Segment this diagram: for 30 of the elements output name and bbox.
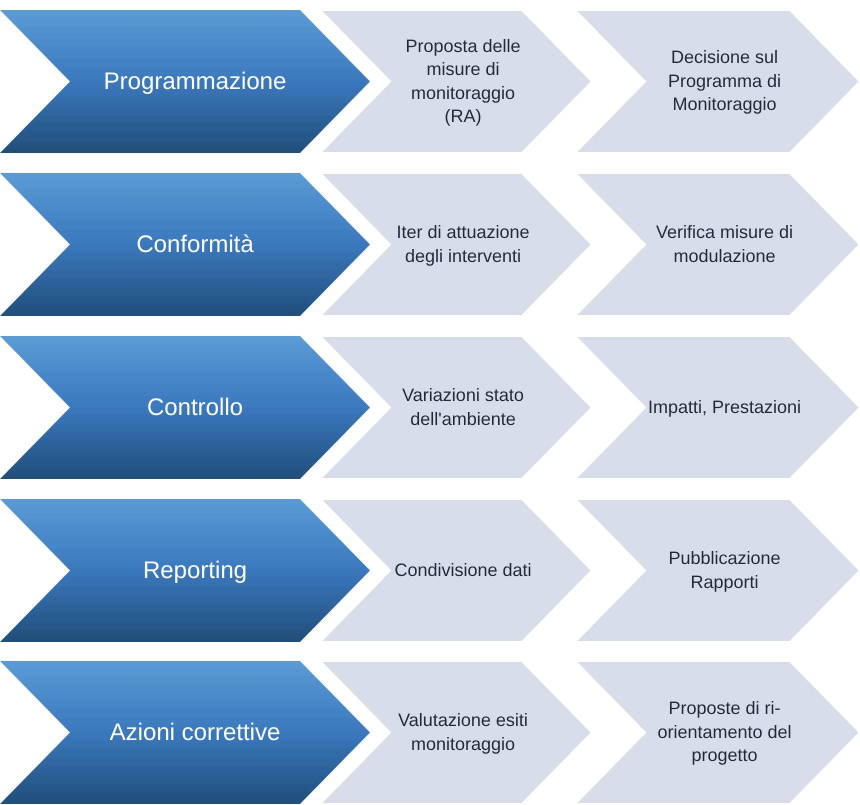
activity-step-box xyxy=(320,661,592,804)
step-label: Iter di attuazione degli interventi xyxy=(395,221,531,268)
step-label: Azioni correttive xyxy=(110,718,280,748)
step-label: Controllo xyxy=(146,392,244,422)
activity-step-box xyxy=(320,336,592,479)
step-label: Decisione sul Programma di Monitoraggio xyxy=(666,46,782,116)
phase-step-box xyxy=(0,661,370,804)
step-label: Reporting xyxy=(142,556,248,586)
phase-step-box xyxy=(0,10,370,153)
activity-step-box xyxy=(575,661,860,804)
activity-step-box xyxy=(575,10,860,153)
activity-step-box xyxy=(320,10,592,153)
phase-step-box xyxy=(0,173,370,316)
step-label: Programmazione xyxy=(104,66,286,96)
step-label: Valutazione esiti monitoraggio xyxy=(397,709,529,756)
step-label: Variazioni stato dell'ambiente xyxy=(401,384,525,430)
step-label: Pubblicazione Rapporti xyxy=(667,547,782,594)
activity-step-box xyxy=(575,336,860,479)
activity-step-box xyxy=(575,499,860,642)
activity-step-box xyxy=(320,499,592,642)
step-label: Conformità xyxy=(136,230,254,260)
step-label: Proposta delle misure di monitoraggio (RA) xyxy=(404,34,522,128)
activity-step-box xyxy=(320,173,592,316)
step-label: Impatti, Prestazioni xyxy=(648,396,802,419)
activity-step-box xyxy=(575,173,860,316)
step-label: Verifica misure di modulazione xyxy=(654,221,794,268)
step-label: Condivisione dati xyxy=(394,558,532,582)
phase-step-box xyxy=(0,336,370,479)
phase-step-box xyxy=(0,499,370,642)
step-label: Proposte di ri-orientamento del progetto xyxy=(656,697,793,768)
